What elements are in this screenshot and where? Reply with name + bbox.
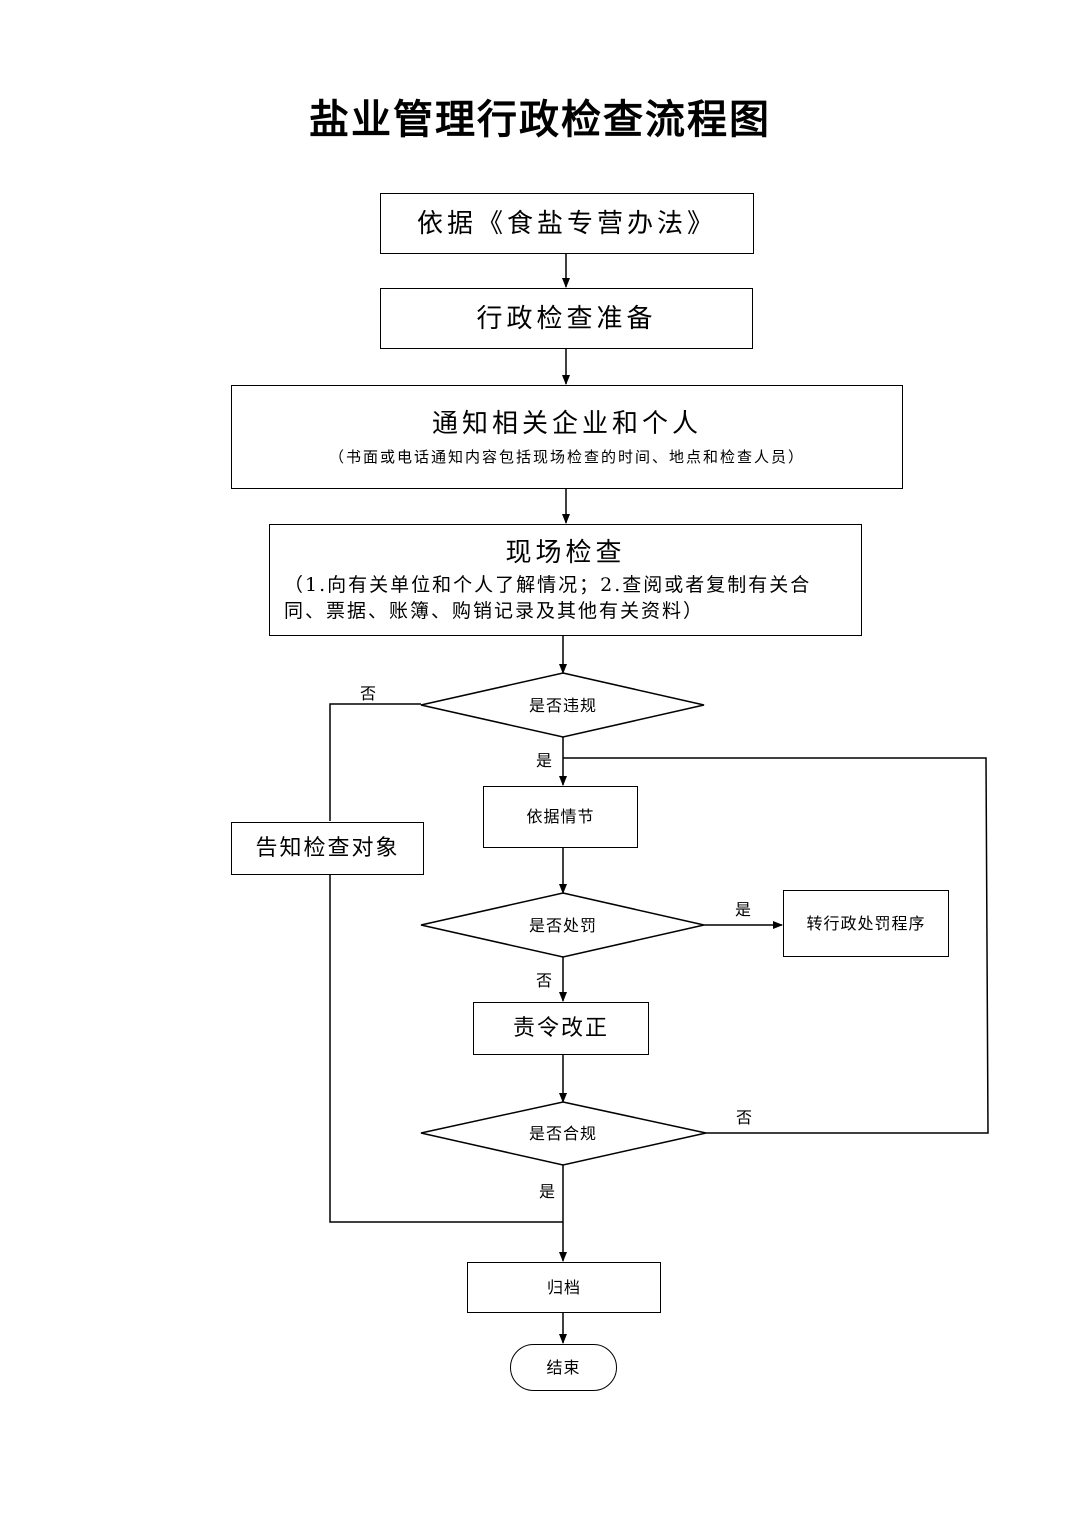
notify-label: 通知相关企业和个人: [431, 409, 702, 439]
notify-target-box: 告知检查对象: [231, 822, 424, 875]
end-label: 结束: [546, 1357, 581, 1377]
prepare-label: 行政检查准备: [476, 303, 657, 334]
basis-box: 依据《食盐专营办法》: [380, 193, 754, 254]
line-notify-target-down: [329, 875, 563, 1223]
penalty-yes-label: 是: [735, 900, 752, 919]
violation-diamond: [420, 672, 705, 738]
notify-note: （书面或电话通知内容包括现场检查的时间、地点和检查人员）: [328, 448, 805, 466]
compliant-no-label: 否: [736, 1108, 753, 1127]
page-title: 盐业管理行政检查流程图: [309, 97, 771, 143]
transfer-label: 转行政处罚程序: [806, 913, 926, 933]
archive-label: 归档: [546, 1277, 581, 1297]
basis-label: 依据《食盐专营办法》: [416, 208, 717, 239]
end-terminal: 结束: [510, 1344, 617, 1391]
violation-question: 是否违规: [528, 696, 597, 715]
prepare-box: 行政检查准备: [380, 288, 753, 349]
penalty-diamond: [420, 892, 705, 958]
by-plot-box: 依据情节: [483, 786, 638, 848]
notify-box: 通知相关企业和个人 （书面或电话通知内容包括现场检查的时间、地点和检查人员）: [231, 385, 903, 489]
notify-target-label: 告知检查对象: [255, 835, 400, 861]
transfer-box: 转行政处罚程序: [783, 890, 949, 957]
arrow-compliant-no-loop: [563, 757, 989, 1134]
inspect-note: （1.向有关单位和个人了解情况；2.查阅或者复制有关合同、票据、账簿、购销记录及…: [284, 574, 812, 622]
inspect-label: 现场检查: [505, 538, 626, 568]
compliant-diamond: [420, 1101, 707, 1166]
by-plot-label: 依据情节: [526, 807, 595, 826]
penalty-question: 是否处罚: [528, 916, 597, 935]
penalty-no-label: 否: [536, 971, 553, 990]
compliant-question: 是否合规: [528, 1124, 597, 1143]
inspect-box: 现场检查 （1.向有关单位和个人了解情况；2.查阅或者复制有关合同、票据、账簿、…: [269, 524, 862, 636]
violation-no-label: 否: [360, 684, 377, 703]
violation-yes-label: 是: [536, 751, 553, 770]
line-violation-no-left: [329, 703, 421, 821]
correct-box: 责令改正: [473, 1002, 649, 1055]
archive-box: 归档: [467, 1262, 661, 1313]
compliant-yes-label: 是: [539, 1182, 556, 1201]
correct-label: 责令改正: [512, 1015, 609, 1041]
